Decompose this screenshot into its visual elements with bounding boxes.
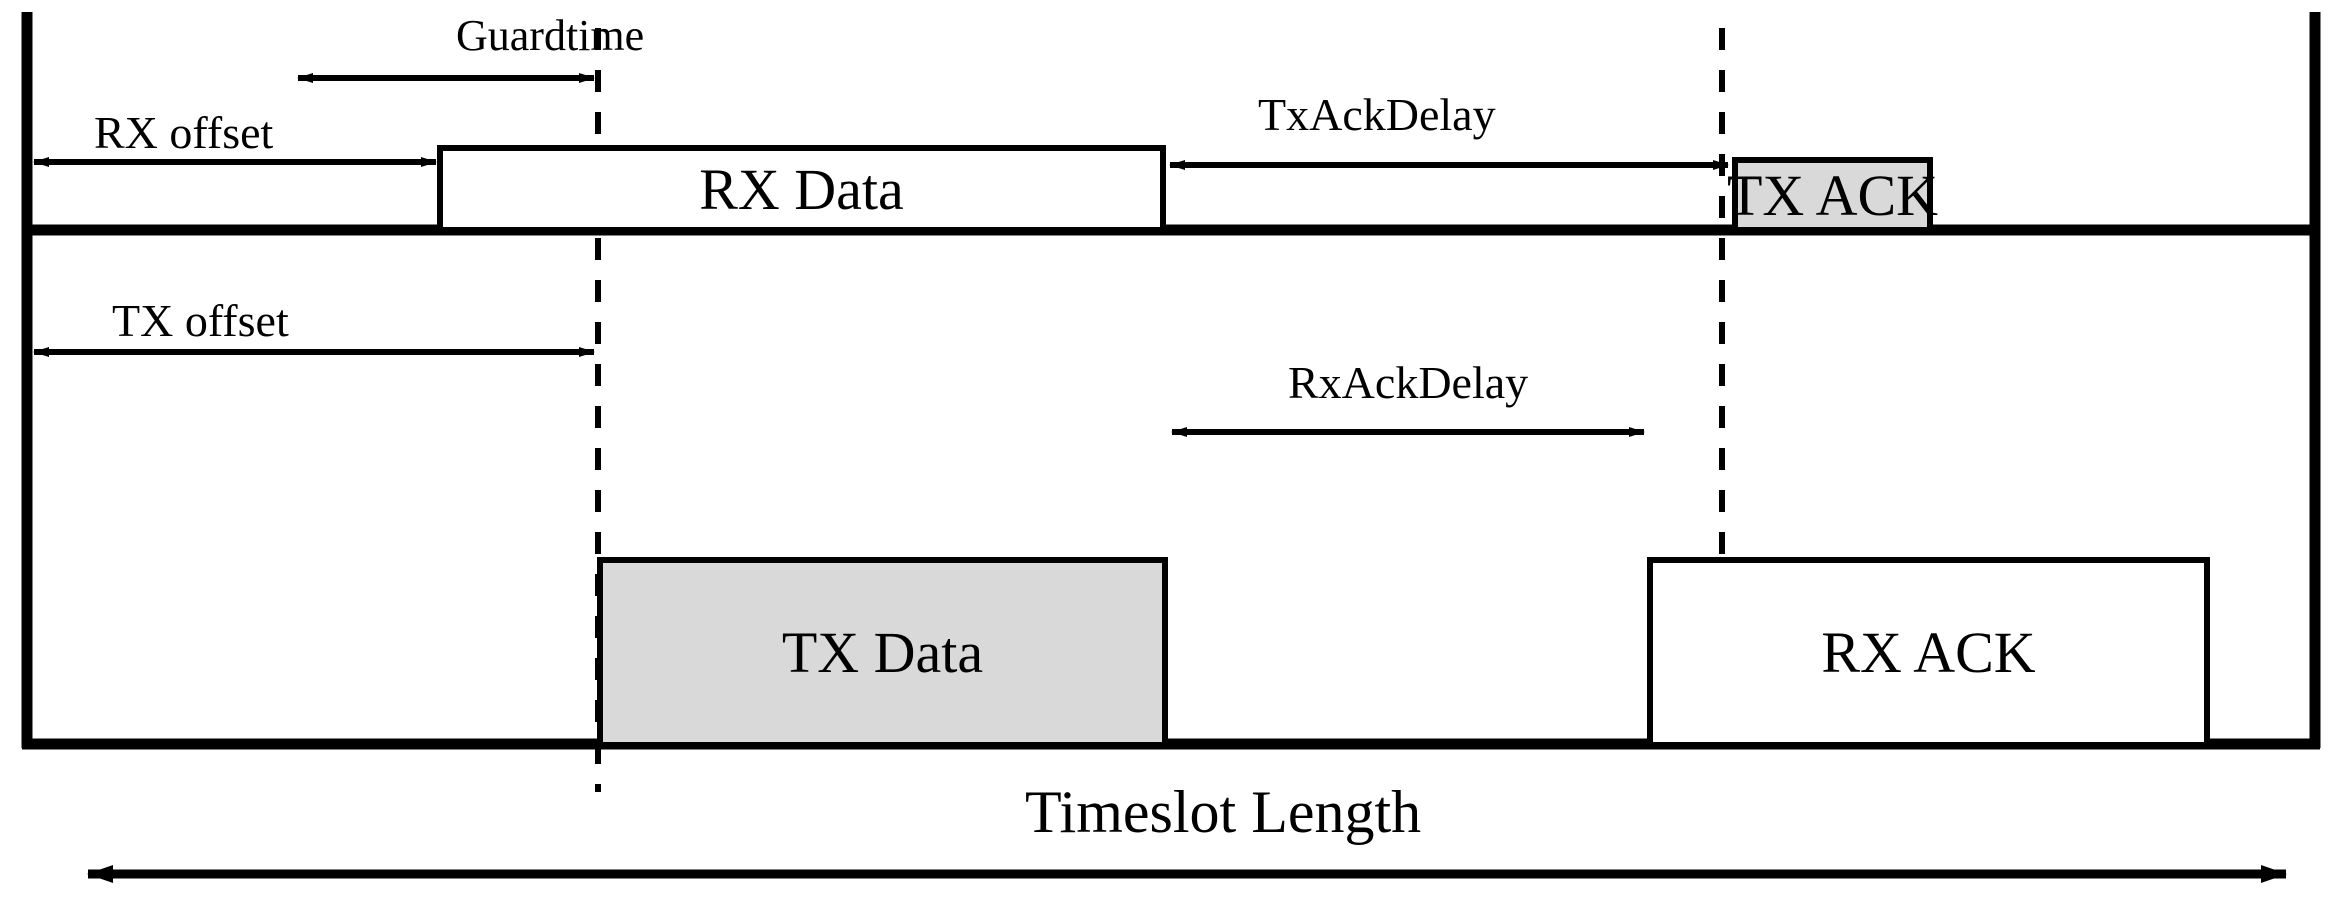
tx-data-box [597, 557, 1168, 748]
rx-data-box [437, 145, 1166, 233]
rx-ack-box-label: RX ACK [1821, 620, 2036, 685]
rx-data-box-label: RX Data [699, 156, 904, 222]
tx-ack-box [1732, 157, 1933, 233]
tx-ack-box-label: TX ACK [1726, 162, 1939, 228]
rx-ack-box [1647, 557, 2210, 748]
tx-data-box-label: TX Data [781, 620, 984, 685]
